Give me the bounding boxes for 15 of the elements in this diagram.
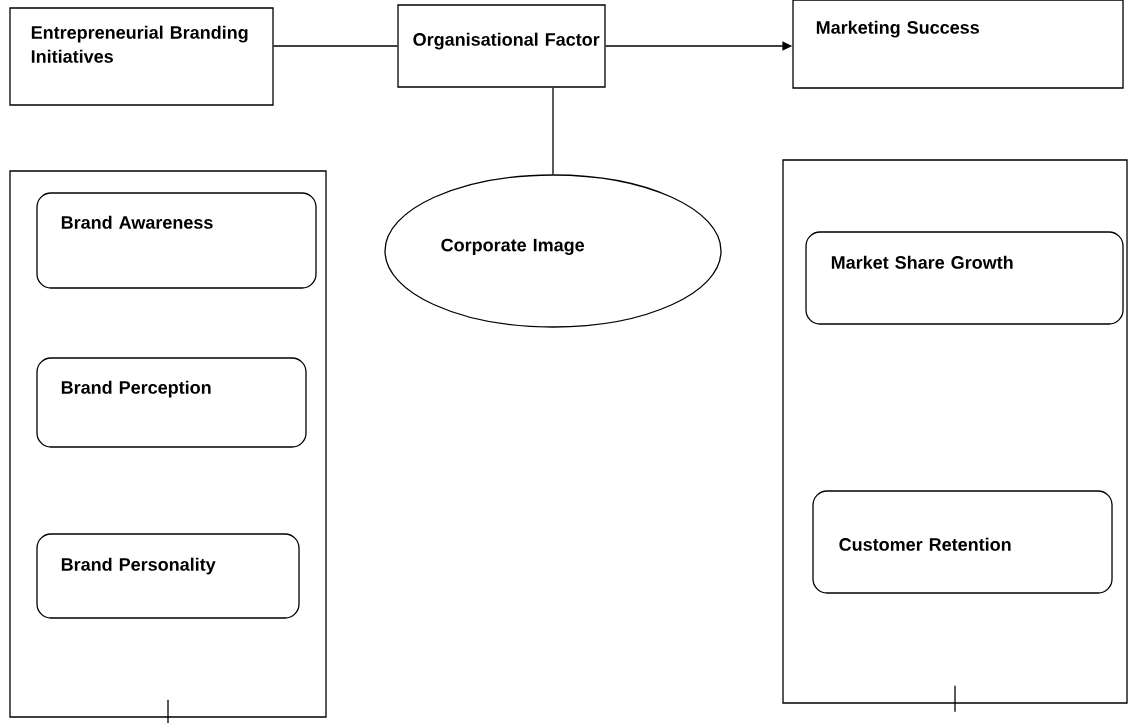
process-box: Marketing Success — [792, 0, 1124, 89]
connector-line — [552, 87, 554, 175]
process-box: Organisational Factor — [397, 4, 606, 88]
rounded-box: Brand Perception — [36, 357, 307, 448]
rounded-box: Market Share Growth — [805, 231, 1124, 325]
connector-line — [954, 685, 956, 713]
connector-line — [167, 699, 169, 723]
ellipse-node: Corporate Image — [384, 174, 722, 328]
rounded-box: Brand Personality — [36, 533, 300, 619]
rounded-box: Customer Retention — [812, 490, 1113, 594]
process-box: Entrepreneurial Branding Initiatives — [9, 7, 274, 106]
rounded-box: Brand Awareness — [36, 192, 317, 289]
container-box — [9, 170, 327, 718]
container-box — [782, 159, 1128, 704]
connector-line — [273, 45, 398, 47]
